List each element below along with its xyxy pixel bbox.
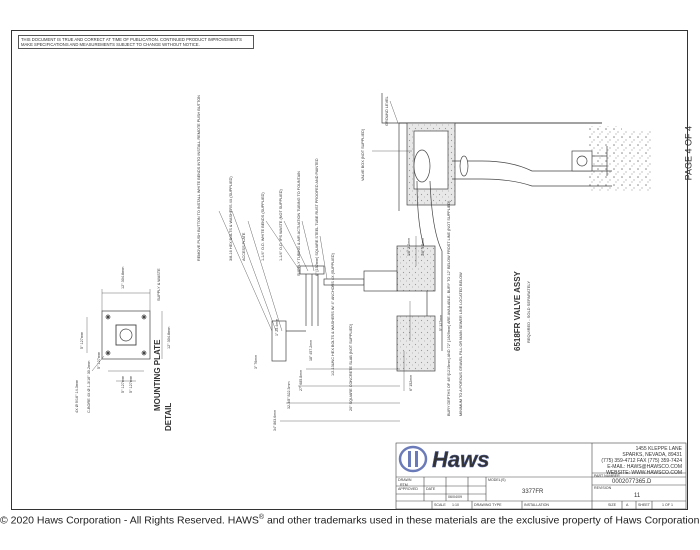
dim-bottom: 5" 127mm <box>121 376 125 393</box>
dim-1-8: 1/8" 3.2mm <box>407 238 411 256</box>
label-concrete-slab: 20" SQUARE CONCRETE SLAB (NOT SUPPLIED) <box>349 323 353 411</box>
dim-cbore: C-BORE 4X Ø 1-3/16" 30.2mm <box>87 361 91 413</box>
dim-bottom-b: 5" 127mm <box>129 376 133 393</box>
title-block <box>395 442 687 510</box>
dim-27: 27" 685.8mm <box>299 370 303 391</box>
ground-and-box <box>218 93 652 422</box>
copyright-text: © 2020 Haws Corporation - All Rights Res… <box>0 514 259 527</box>
tb-address1: 1455 KLEPPE LANE <box>636 446 683 452</box>
tb-website: WEBSITE: WWW.HAWSCO.COM <box>606 470 682 476</box>
label-valve-assy: 6518FR VALVE ASSY <box>513 270 522 351</box>
label-white-bends: 1-1/4" O.D. WHITE BENDS (SUPPLIED) <box>261 192 265 261</box>
tb-date-label: DATE <box>426 487 436 491</box>
dim-3-8: 3/8" 9.5mm <box>421 238 425 256</box>
tb-drawing-type-label: DRAWING TYPE <box>474 503 502 507</box>
dim-3: 3" 76mm <box>254 355 258 369</box>
label-gravel-fill: MINIMUM TO A POROUS GRAVEL FILL OR MAIN … <box>459 272 463 416</box>
label-valve-assy-note: REQUIRED - SOLD SEPARATELY <box>526 281 531 343</box>
dim-1: 1" 25.4mm <box>275 319 279 336</box>
dim-right: 12" 304.8mm <box>167 327 171 349</box>
dim-supply-waste: SUPPLY & WASTE <box>157 268 161 301</box>
copyright-footer: © 2020 Haws Corporation - All Rights Res… <box>0 514 700 527</box>
dim-34: 34" 863.6mm <box>273 410 277 431</box>
tb-address2: SPARKS, NEVADA, 89431 <box>622 452 682 458</box>
label-ground-level: GROUND LEVEL <box>385 96 389 126</box>
tb-revision-label: REVISION <box>594 486 612 490</box>
tb-drawn-label: DRAWN <box>398 478 412 482</box>
tb-sheet: 1 OF 1 <box>662 503 673 507</box>
installation-drawing: 12" 304.8mm SUPPLY & WASTE 12" 304.8mm 5… <box>75 93 687 510</box>
registered-mark: ® <box>258 514 265 521</box>
label-supply-tubing: SUPPLY TUBING & AIR ACTUATION TUBING TO … <box>297 171 301 276</box>
tb-part-number-label: PART NUMBER <box>594 474 620 478</box>
label-remove-push: REMOVE PUSH BUTTON TO INSTALL WHITE BEND… <box>197 95 201 261</box>
dim-5: 5" 127mm <box>439 315 443 331</box>
dim-holes: 4X Ø 9/16" 14.3mm <box>75 380 79 413</box>
tb-email: E-MAIL: HAWS@HAWSCO.COM <box>607 464 682 470</box>
tb-model: 3377FR <box>522 489 544 495</box>
label-ips-waste: 1-1/4" O.D. IPS WASTE (NOT SUPPLIED) <box>279 188 283 261</box>
tb-size-label: SIZE <box>608 503 617 507</box>
tb-scale-label: SCALE <box>434 503 446 507</box>
dim-inner: 5" 127mm <box>97 352 101 369</box>
tb-revision: 11 <box>634 493 641 499</box>
dim-18: 18" 457.2mm <box>309 340 313 361</box>
label-valve-box: VALVE BOX (NOT SUPPLIED) <box>361 128 365 181</box>
tb-drawn: RTM <box>400 483 408 487</box>
mounting-plate-detail <box>86 289 163 382</box>
tb-drawing-type: INSTALLATION <box>524 503 549 507</box>
haws-logo: Haws <box>398 445 490 473</box>
dim-32: 32-3/8" 822.3mm <box>287 382 291 409</box>
tb-phone: (775) 359-4712 FAX (775) 359-7424 <box>601 458 682 464</box>
label-steel-tube: 6" [152mm] SQUARE STEEL TUBE RUST PROOFE… <box>315 158 319 276</box>
tb-size: A <box>626 503 629 507</box>
copyright-rest: and other trademarks used in these mater… <box>264 514 700 527</box>
label-bury-depth: BURY DEPTHS OF 48"/[1219mm] AND 72" [182… <box>447 200 451 416</box>
disclaimer-note: THIS DOCUMENT IS TRUE AND CORRECT AT TIM… <box>18 35 254 49</box>
label-hex-bolts: 3/8-16 HEX BOLTS & WASHERS 4X (SUPPLIED) <box>229 176 233 261</box>
label-access-plate: ACCESS PLATE <box>242 232 246 261</box>
dim-top-width: 12" 304.8mm <box>121 267 125 289</box>
brand-wordmark: Haws <box>432 447 489 472</box>
mounting-plate-subtitle: DETAIL <box>164 403 173 431</box>
mounting-plate-title: MOUNTING PLATE <box>153 339 162 411</box>
label-hex-bolts-anchors: 1/2-13UNC HEX BOLTS & WASHERS W/ 4" ANCH… <box>331 252 335 376</box>
tb-model-label: MODEL(S) <box>488 478 506 482</box>
tb-scale: 1:10 <box>452 503 459 507</box>
tb-approved-label: APPROVED <box>398 487 418 491</box>
tb-date: 06/04/09 <box>448 495 462 499</box>
tb-part-number: 0002077365.D <box>612 479 652 485</box>
tb-sheet-label: SHEET <box>638 503 651 507</box>
dim-left: 5" 127mm <box>80 332 84 349</box>
drawing-sheet: THIS DOCUMENT IS TRUE AND CORRECT AT TIM… <box>11 30 693 510</box>
dim-6: 6" 152mm <box>409 375 413 391</box>
